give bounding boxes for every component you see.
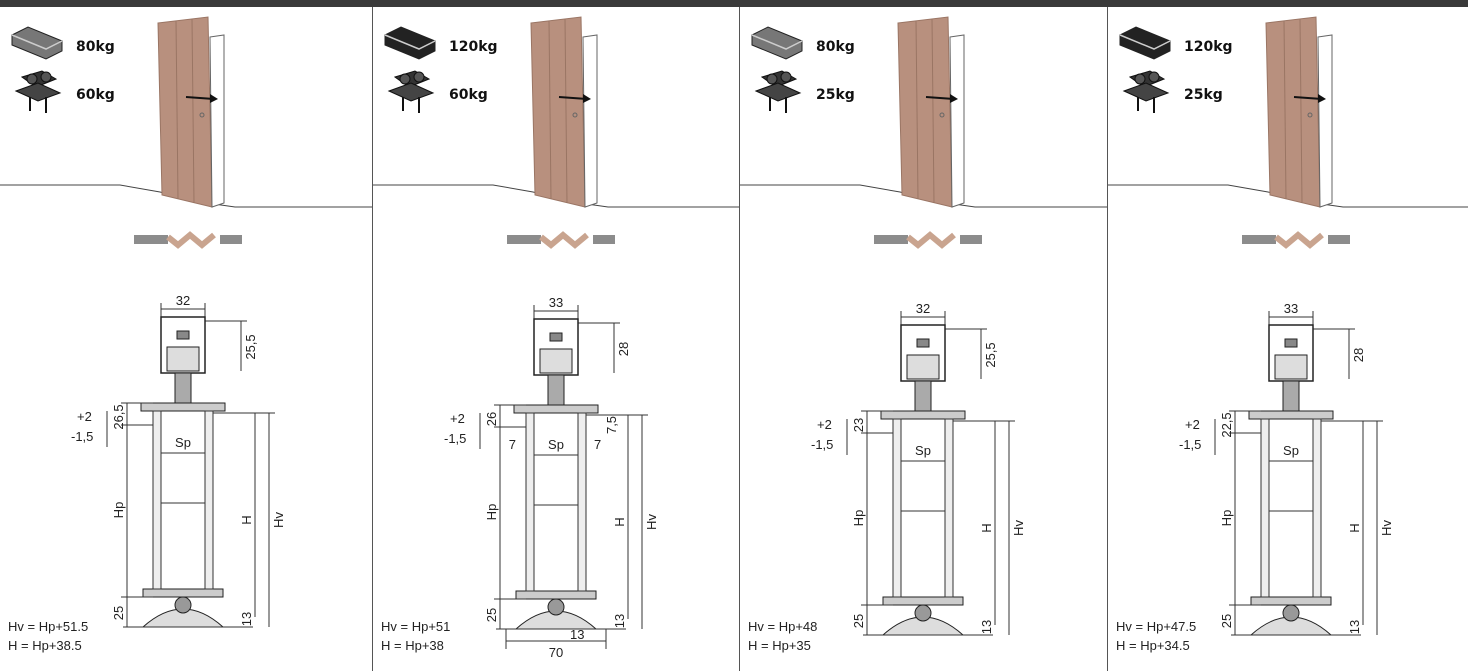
plus-tolerance: +2 [1185,417,1200,432]
carriage-icon [1122,70,1170,113]
h-label: H [1347,523,1362,532]
carriage-icon [754,70,802,113]
base-dimension: 13 [979,620,994,634]
spacing-label: Sp [1283,443,1299,458]
folding-door-icon [897,16,965,208]
rail-profile-icon [11,26,63,60]
formula-block: Hv = Hp+48 H = Hp+35 [748,617,817,655]
folding-door-symbol-icon [874,231,982,249]
hp-label: Hp [1219,510,1234,527]
carriage-load-label: 60kg [449,87,488,103]
formula-block: Hv = Hp+51 H = Hp+38 [381,617,450,655]
h-label: H [239,515,254,524]
base-small-dimension: 13 [570,627,584,642]
base-dimension: 13 [1347,620,1362,634]
h-label: H [979,523,994,532]
formula-hv: Hv = Hp+48 [748,619,818,634]
rail-load-label: 80kg [816,39,855,55]
width-dimension: 33 [549,295,563,310]
plus-tolerance: +2 [817,417,832,432]
bottom-dimension: 25 [484,608,499,622]
base-dimension: 13 [239,612,254,626]
formula-hv: Hv = Hp+51 [381,619,451,634]
upper-dimension: 23 [851,418,866,432]
side-right-dimension: 7 [594,437,601,452]
rail-height-dimension: 25,5 [983,342,998,367]
width-dimension: 32 [176,293,190,308]
side-height-dimension: 7,5 [604,416,619,434]
bottom-dimension: 25 [111,606,126,620]
folding-door-symbol-icon [1242,231,1350,249]
side-left-dimension: 7 [509,437,516,452]
minus-tolerance: -1,5 [444,431,466,446]
panel-drawing: 80kg 60kg 32 25,5Sp 26,5Hp 25 +2 -1,5H Hv 13 [0,16,372,628]
top-border [0,0,1468,7]
folding-door-icon [530,16,598,208]
rail-load-label: 120kg [1184,39,1233,55]
hp-label: Hp [484,504,499,521]
folding-door-symbol-icon [507,231,615,249]
bottom-dimension: 25 [851,614,866,628]
folding-door-icon [157,16,225,208]
folding-door-symbol-icon [134,231,242,249]
folding-door-icon [1265,16,1333,208]
carriage-load-label: 25kg [1184,87,1223,103]
rail-profile-icon [751,26,803,60]
formula-hv: Hv = Hp+47.5 [1116,619,1197,634]
carriage-icon [387,70,435,113]
formula-h: H = Hp+35 [748,638,811,653]
formula-block: Hv = Hp+47.5 H = Hp+34.5 [1116,617,1196,655]
formula-h: H = Hp+34.5 [1116,638,1190,653]
hp-label: Hp [851,510,866,527]
formula-h: H = Hp+38.5 [8,638,82,653]
base-dimension: 13 [612,614,627,628]
rail-load-label: 80kg [76,39,115,55]
h-label: H [612,517,627,526]
minus-tolerance: -1,5 [71,429,93,444]
plus-tolerance: +2 [77,409,92,424]
rail-height-dimension: 28 [1351,348,1366,362]
plus-tolerance: +2 [450,411,465,426]
upper-dimension: 26,5 [111,404,126,429]
upper-dimension: 22,5 [1219,412,1234,437]
carriage-icon [14,70,62,113]
carriage-load-label: 60kg [76,87,115,103]
width-dimension: 32 [916,301,930,316]
rail-load-label: 120kg [449,39,498,55]
upper-dimension: 26 [484,412,499,426]
spacing-label: Sp [548,437,564,452]
spacing-label: Sp [175,435,191,450]
bottom-dimension: 25 [1219,614,1234,628]
hp-label: Hp [111,502,126,519]
rail-profile-icon [384,26,436,60]
minus-tolerance: -1,5 [1179,437,1201,452]
formula-block: Hv = Hp+51.5 H = Hp+38.5 [8,617,88,655]
minus-tolerance: -1,5 [811,437,833,452]
hv-label: Hv [1379,520,1394,536]
base-width-dimension: 70 [549,645,563,660]
formula-h: H = Hp+38 [381,638,444,653]
rail-height-dimension: 25,5 [243,334,258,359]
formula-hv: Hv = Hp+51.5 [8,619,89,634]
width-dimension: 33 [1284,301,1298,316]
hv-label: Hv [644,514,659,530]
rail-profile-icon [1119,26,1171,60]
hv-label: Hv [1011,520,1026,536]
spacing-label: Sp [915,443,931,458]
section-drawing: 32 25,5Sp 26,5Hp 25 +2 -1,5H Hv 13 [71,293,286,628]
hv-label: Hv [271,512,286,528]
carriage-load-label: 25kg [816,87,855,103]
rail-height-dimension: 28 [616,342,631,356]
